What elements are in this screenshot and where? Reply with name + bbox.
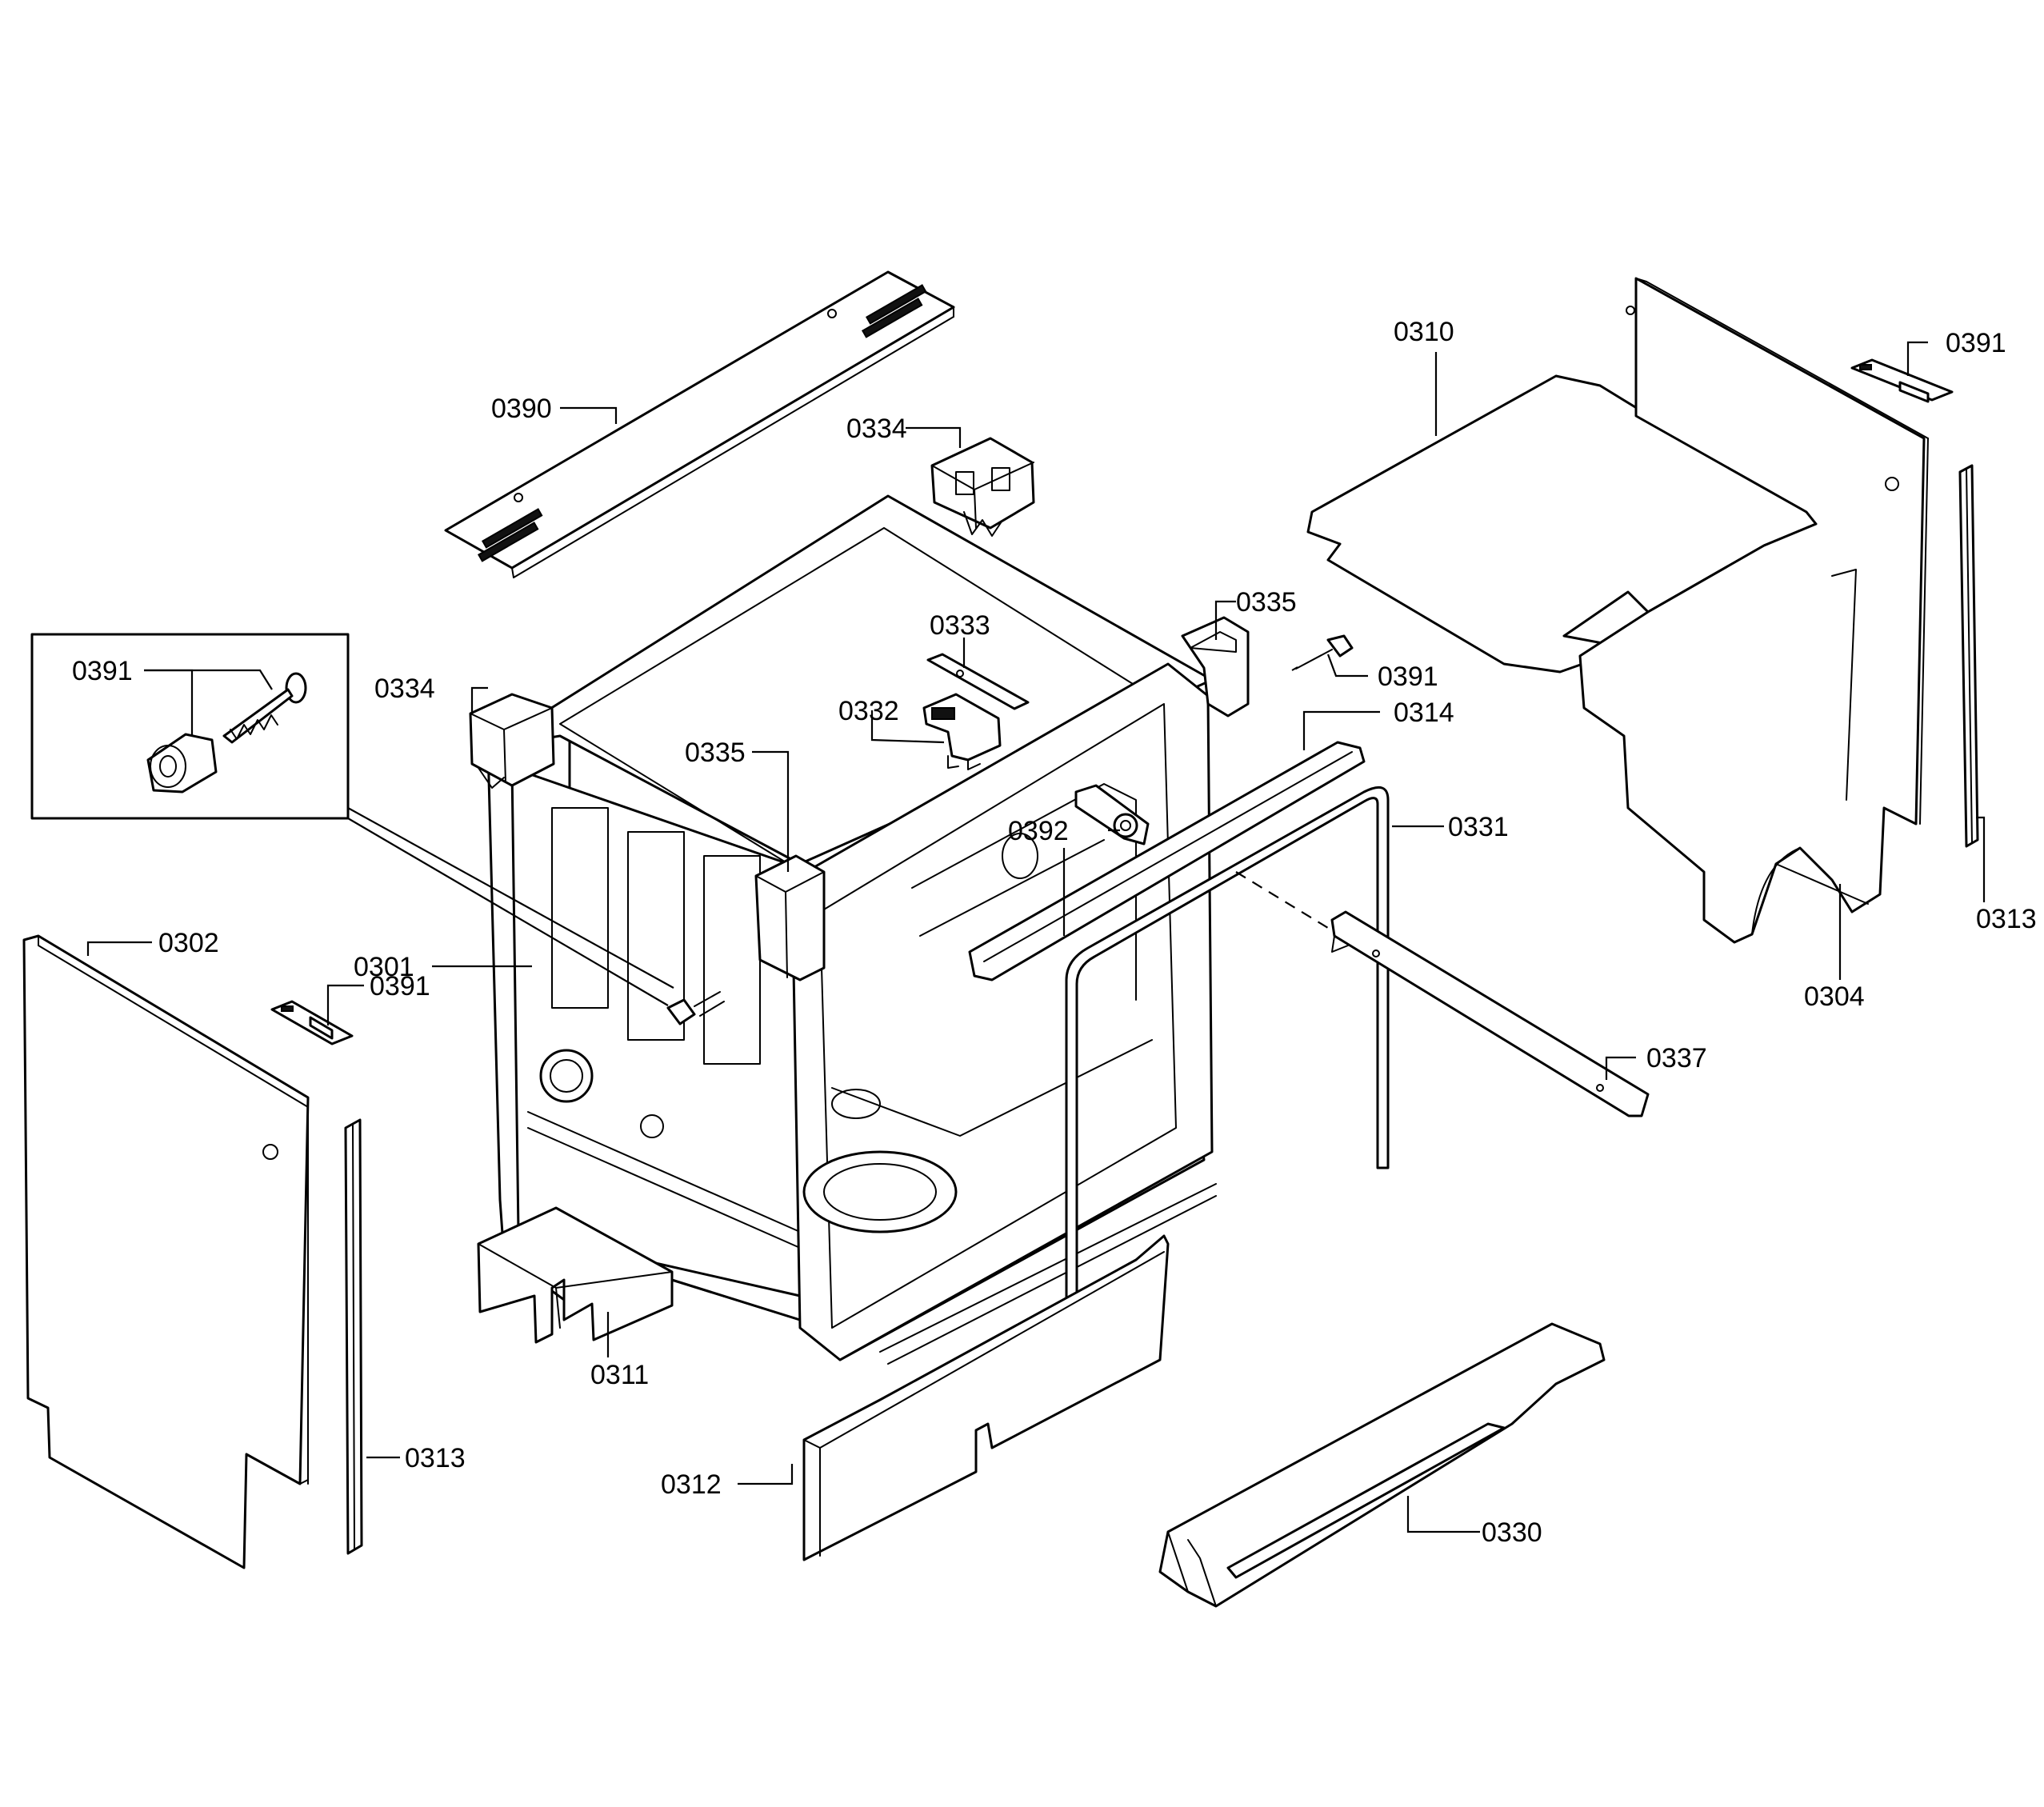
part-0311-bottom-insulation	[477, 1206, 674, 1344]
callout-0314: 0314	[1394, 698, 1454, 728]
part-0337-rail-bracket	[1330, 910, 1650, 1117]
part-0333-rail	[926, 653, 1030, 710]
callout-0390: 0390	[491, 394, 552, 424]
callout-0391-inset: 0391	[72, 656, 133, 686]
part-0331-u-seal	[1065, 786, 1390, 1345]
callout-0392: 0392	[1008, 816, 1069, 846]
callout-0310: 0310	[1394, 317, 1454, 347]
callout-0334-top: 0334	[846, 414, 907, 444]
part-0391-small-bracket-right	[1850, 358, 1954, 403]
callout-0335-right: 0335	[1236, 587, 1297, 618]
part-0330-base-cover	[1158, 1322, 1606, 1608]
callout-0391-top-right: 0391	[1946, 328, 2006, 358]
inset-box-0391	[30, 633, 725, 1025]
callout-0391-screw: 0391	[1378, 662, 1438, 692]
callout-0334-left: 0334	[374, 674, 435, 704]
part-0335-bracket-right	[1181, 616, 1250, 718]
part-0391-screw-right	[1291, 634, 1354, 671]
part-0313-seal-strip-right	[1958, 464, 1979, 848]
part-0312-front-insulation	[802, 1234, 1170, 1561]
callout-labels: 0390 0334 0310 0391 0335 0333 0391 0334 …	[72, 317, 2037, 1548]
callout-0333: 0333	[930, 610, 990, 641]
callout-0301: 0301	[354, 952, 414, 982]
callout-0312: 0312	[661, 1469, 722, 1500]
callout-0331: 0331	[1448, 812, 1509, 842]
callout-0302: 0302	[158, 928, 219, 958]
part-0332-latch	[922, 693, 1002, 770]
callout-0391-left: 0391	[370, 971, 430, 1001]
part-0302-left-panel	[22, 934, 310, 1569]
callout-0304: 0304	[1804, 981, 1865, 1012]
callout-0332: 0332	[838, 696, 899, 726]
part-0304-right-panel	[1578, 277, 1929, 944]
part-0335-bracket-center	[754, 854, 826, 981]
callout-0313-left: 0313	[405, 1443, 466, 1473]
part-0334-bracket-top	[930, 437, 1035, 537]
callout-0313-right: 0313	[1976, 904, 2037, 934]
part-0390-top-plate	[444, 270, 955, 578]
callout-0311: 0311	[590, 1360, 649, 1390]
part-0391-small-bracket-left	[270, 1000, 354, 1045]
part-0313-seal-strip-left	[344, 1118, 363, 1555]
part-0314-rail	[968, 741, 1366, 981]
part-0334-bracket-left	[469, 693, 555, 789]
leader-lines	[86, 341, 1986, 1533]
callout-0330: 0330	[1482, 1517, 1542, 1548]
callout-0337: 0337	[1646, 1043, 1707, 1073]
part-0301-tub	[486, 494, 1217, 1365]
callout-0335-center: 0335	[685, 738, 746, 768]
